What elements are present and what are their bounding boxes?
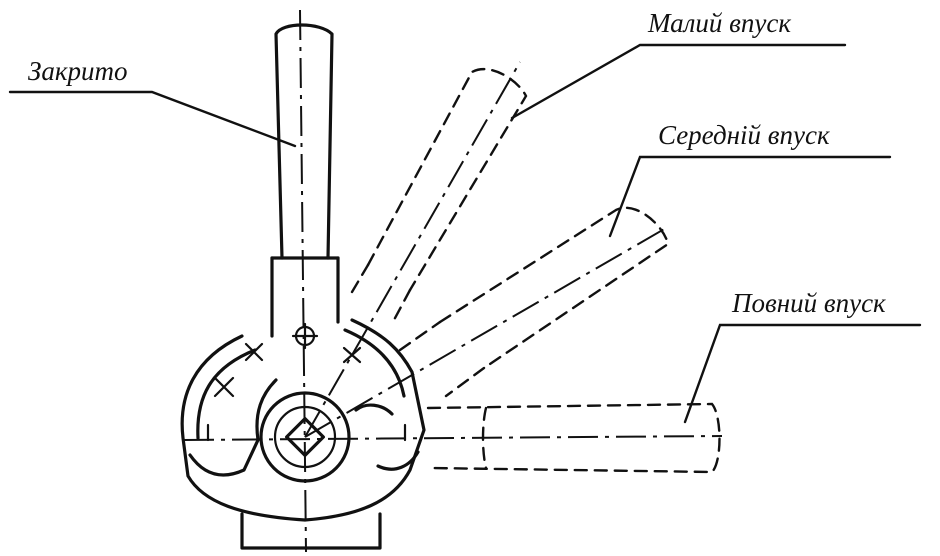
base-stem	[240, 512, 382, 550]
cross-mark	[342, 346, 362, 364]
leader-small-inlet	[510, 43, 847, 120]
handle-medium-inlet	[398, 206, 670, 398]
cross-mark	[213, 376, 235, 398]
square-shaft	[285, 417, 325, 457]
leader-closed	[8, 90, 297, 148]
centre-lines	[183, 9, 723, 553]
handle-small-inlet	[350, 67, 528, 322]
leader-full-inlet	[683, 323, 922, 424]
label-medium-inlet: Середній впуск	[658, 120, 830, 150]
handle-full-inlet	[426, 402, 721, 474]
leader-medium-inlet	[608, 155, 892, 238]
label-full-inlet: Повний впуск	[731, 288, 886, 318]
label-small-inlet: Малий впуск	[647, 8, 791, 38]
valve-body	[180, 318, 426, 550]
handle-closed	[270, 23, 340, 338]
label-closed: Закрито	[28, 56, 128, 86]
cross-mark	[244, 342, 264, 362]
leader-lines	[8, 43, 922, 424]
